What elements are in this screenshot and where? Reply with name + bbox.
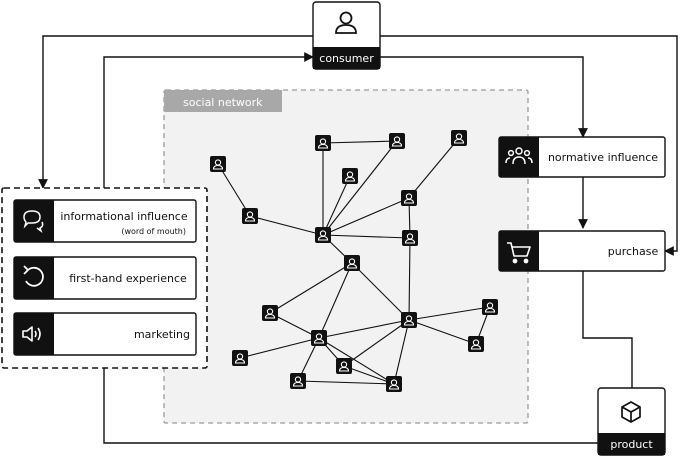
person-node-icon xyxy=(336,358,352,374)
network-edge xyxy=(322,140,398,144)
connector-consumer-to-info xyxy=(38,35,313,189)
connector-consumer-to-normative xyxy=(380,56,588,138)
purchase-label: purchase xyxy=(608,245,659,258)
purchase-box: purchase xyxy=(498,230,666,272)
network-edge xyxy=(408,306,491,321)
first-hand-label: first-hand experience xyxy=(69,272,187,285)
person-node-icon xyxy=(232,350,248,366)
network-edge xyxy=(239,337,320,359)
network-edge xyxy=(322,175,351,236)
first-hand-experience-box: first-hand experience xyxy=(13,256,197,300)
person-node-icon xyxy=(242,208,258,224)
speaker-icon xyxy=(22,326,41,342)
network-edge xyxy=(351,262,410,321)
network-edge xyxy=(249,215,324,236)
network-edge xyxy=(318,337,395,385)
person-node-icon xyxy=(468,336,484,352)
person-node-icon xyxy=(344,255,360,271)
social-network-label: social network xyxy=(183,96,263,109)
marketing-box: marketing xyxy=(13,312,197,356)
network-edge xyxy=(217,163,251,217)
person-node-icon xyxy=(451,130,467,146)
person-node-icon xyxy=(482,299,498,315)
person-node-icon xyxy=(311,330,327,346)
network-edge xyxy=(269,312,320,339)
person-node-icon xyxy=(401,190,417,206)
chat-icon xyxy=(23,210,44,234)
normative-influence-box: normative influence xyxy=(498,136,666,178)
network-edge xyxy=(408,319,477,345)
connectors xyxy=(38,35,678,444)
person-node-icon xyxy=(315,135,331,151)
influence-sources-group: informational influence (word of mouth) … xyxy=(1,187,208,369)
network-edge xyxy=(318,319,410,339)
connector-purchase-to-product xyxy=(582,271,633,388)
network-nodes xyxy=(210,130,498,392)
network-edge xyxy=(408,137,460,199)
person-node-icon xyxy=(262,305,278,321)
person-node-icon xyxy=(210,156,226,172)
network-edge xyxy=(322,197,410,236)
informational-influence-box: informational influence (word of mouth) xyxy=(13,199,197,243)
cart-icon xyxy=(507,242,531,264)
person-node-icon xyxy=(402,230,418,246)
network-edge xyxy=(322,140,398,236)
undo-icon xyxy=(23,265,44,287)
marketing-label: marketing xyxy=(134,328,190,341)
network-edge xyxy=(408,237,411,321)
person-node-icon xyxy=(342,168,358,184)
box-icon xyxy=(621,401,641,423)
consumer-label: consumer xyxy=(319,52,374,65)
product-label: product xyxy=(610,438,653,451)
normative-label: normative influence xyxy=(548,151,658,164)
network-edge xyxy=(297,380,395,385)
person-node-icon xyxy=(401,312,417,328)
informational-sublabel: (word of mouth) xyxy=(121,227,186,236)
network-edge xyxy=(393,319,410,385)
person-node-icon xyxy=(386,376,402,392)
group-icon xyxy=(505,147,533,165)
consumer-node: consumer xyxy=(312,1,381,70)
network-edge xyxy=(269,262,353,314)
product-node: product xyxy=(597,387,666,456)
connector-consumer-to-purchase-right xyxy=(380,35,678,256)
network-edge xyxy=(318,262,353,339)
person-node-icon xyxy=(290,373,306,389)
network-edge xyxy=(343,319,410,367)
user-icon xyxy=(335,11,357,34)
network-edge xyxy=(322,234,411,239)
informational-label: informational influence xyxy=(60,210,187,223)
person-node-icon xyxy=(315,227,331,243)
network-edge xyxy=(343,365,395,385)
person-node-icon xyxy=(389,133,405,149)
